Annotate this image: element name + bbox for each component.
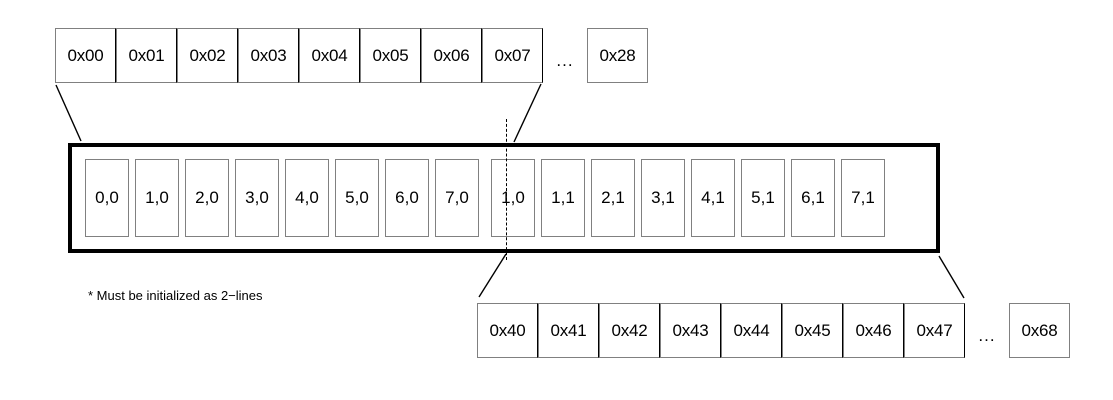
address-cell: 0x07 <box>482 28 543 83</box>
address-cell-last: 0x68 <box>1009 303 1070 358</box>
cache-cell: 0,0 <box>85 159 129 237</box>
dashed-divider-icon <box>506 119 507 260</box>
top-address-row: 0x00 0x01 0x02 0x03 0x04 0x05 0x06 0x07 … <box>55 28 648 83</box>
cache-cell: 5,0 <box>335 159 379 237</box>
cache-line-cells: 0,0 1,0 2,0 3,0 4,0 5,0 6,0 7,0 1,0 1,1 … <box>85 159 885 237</box>
address-cell: 0x04 <box>299 28 360 83</box>
address-cell: 0x00 <box>55 28 116 83</box>
cache-cell: 1,0 <box>135 159 179 237</box>
cache-cell: 3,0 <box>235 159 279 237</box>
address-cell-last: 0x28 <box>587 28 648 83</box>
address-cell: 0x02 <box>177 28 238 83</box>
address-cell: 0x45 <box>782 303 843 358</box>
cache-cell: 7,1 <box>841 159 885 237</box>
address-cell: 0x03 <box>238 28 299 83</box>
address-cell: 0x41 <box>538 303 599 358</box>
cache-cell: 4,1 <box>691 159 735 237</box>
address-cell: 0x40 <box>477 303 538 358</box>
cache-cell: 2,0 <box>185 159 229 237</box>
address-cell: 0x43 <box>660 303 721 358</box>
address-cell: 0x47 <box>904 303 965 358</box>
cache-cell: 1,1 <box>541 159 585 237</box>
cache-cell: 4,0 <box>285 159 329 237</box>
address-cell: 0x01 <box>116 28 177 83</box>
cache-cell: 1,0 <box>491 159 535 237</box>
address-cell: 0x42 <box>599 303 660 358</box>
cache-cell: 7,0 <box>435 159 479 237</box>
initialization-note: * Must be initialized as 2−lines <box>88 288 263 303</box>
address-cell: 0x05 <box>360 28 421 83</box>
cache-line-buffer: 0,0 1,0 2,0 3,0 4,0 5,0 6,0 7,0 1,0 1,1 … <box>68 143 940 253</box>
address-cell: 0x46 <box>843 303 904 358</box>
ellipsis-separator: ... <box>978 326 996 345</box>
ellipsis-separator: ... <box>556 51 574 70</box>
address-cell: 0x44 <box>721 303 782 358</box>
cache-cell: 5,1 <box>741 159 785 237</box>
cache-cell: 2,1 <box>591 159 635 237</box>
cache-cell: 3,1 <box>641 159 685 237</box>
address-cell: 0x06 <box>421 28 482 83</box>
cache-cell: 6,0 <box>385 159 429 237</box>
cache-cell: 6,1 <box>791 159 835 237</box>
bottom-address-row: 0x40 0x41 0x42 0x43 0x44 0x45 0x46 0x47 … <box>477 303 1070 358</box>
